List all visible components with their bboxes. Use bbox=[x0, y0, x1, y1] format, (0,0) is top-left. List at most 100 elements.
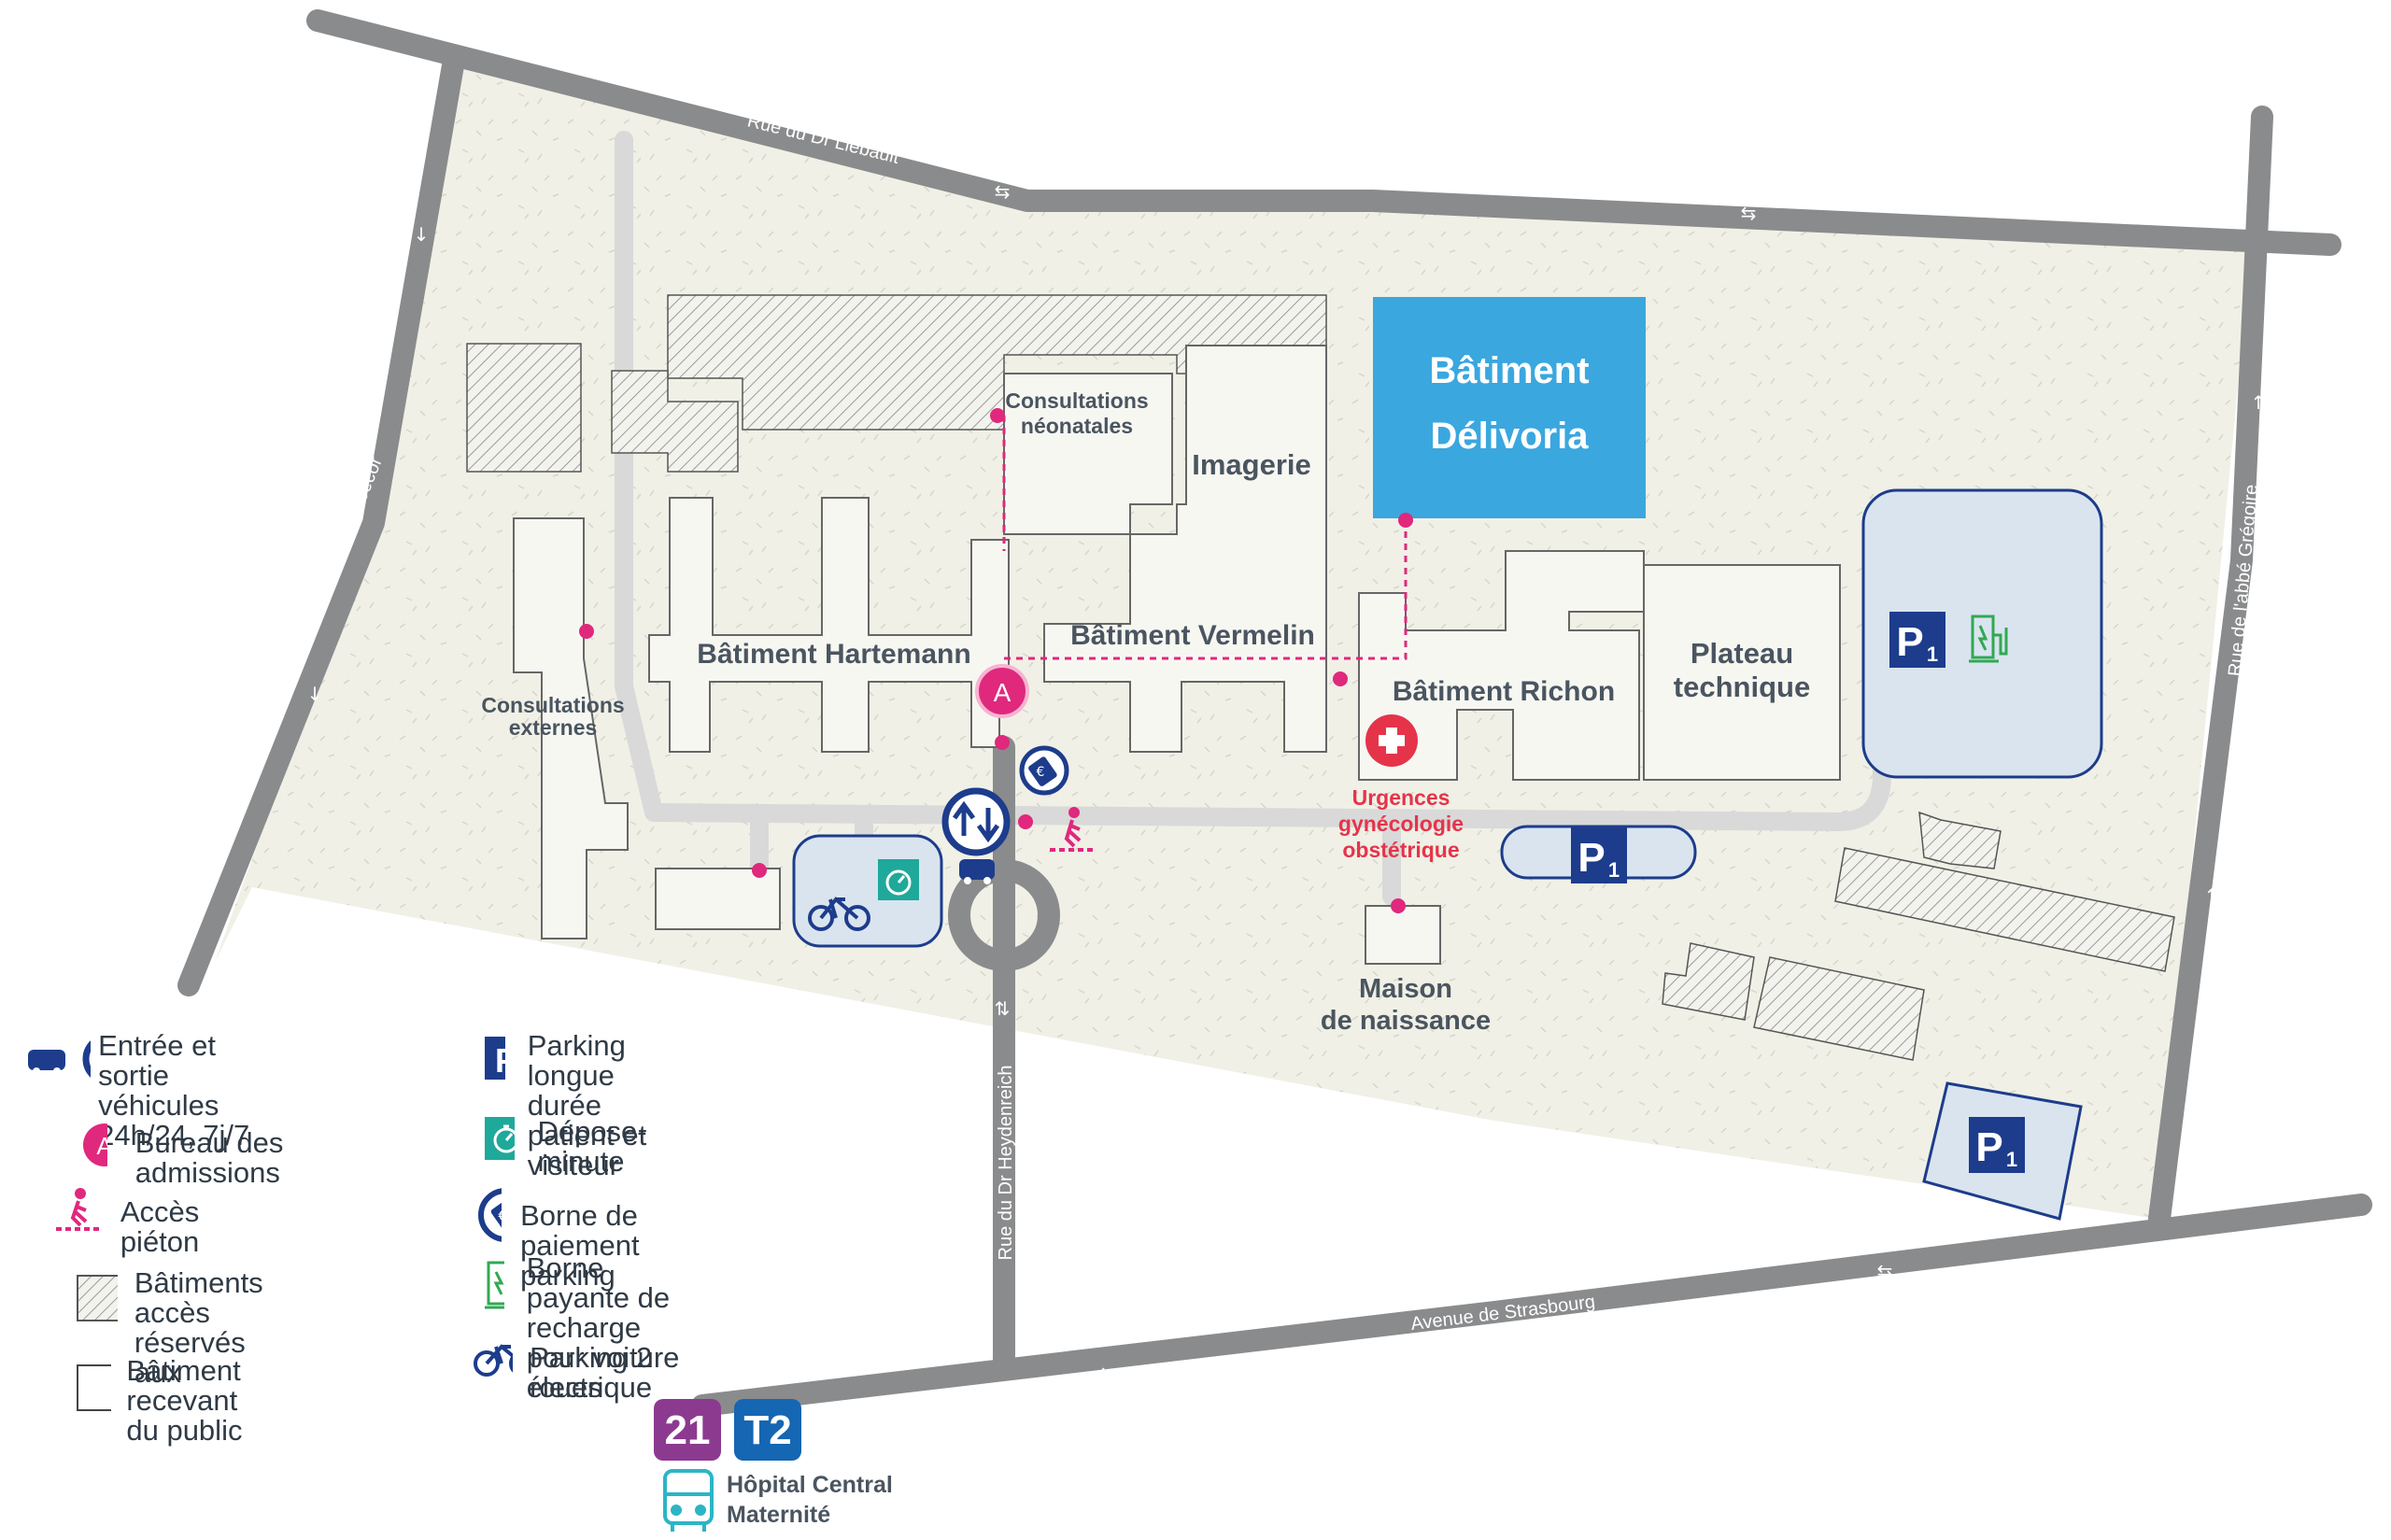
label-vermelin: Bâtiment Vermelin bbox=[1070, 620, 1315, 651]
legend-label-ev: Borne payante de recharge pour voiture é… bbox=[526, 1251, 680, 1404]
admissions-marker[interactable] bbox=[975, 664, 1029, 718]
pedestrian-access-dot bbox=[752, 863, 767, 878]
legend-item-ev: Borne payante de recharge pour voiture é… bbox=[481, 1253, 681, 1403]
svg-text:1: 1 bbox=[2006, 1148, 2017, 1171]
car-icon bbox=[959, 859, 995, 880]
restricted-buildings bbox=[466, 294, 2175, 1061]
pedestrian-access-dot bbox=[579, 624, 594, 639]
two-way-arrow-icon: ⇆ bbox=[995, 180, 1011, 203]
transit-stop-name-2: Maternité bbox=[727, 1502, 830, 1528]
tram-line-badge[interactable] bbox=[734, 1399, 801, 1461]
label-plateau-2: technique bbox=[1674, 671, 1810, 703]
label-hartemann: Bâtiment Hartemann bbox=[697, 639, 970, 670]
road-rue-du-dr-liebault bbox=[306, 9, 2341, 256]
label-plateau-1: Plateau bbox=[1691, 637, 1793, 670]
legend-label-admissions: Bureau des admissions bbox=[134, 1126, 284, 1189]
pedestrian-route bbox=[1004, 519, 1408, 660]
bike-icon bbox=[808, 897, 870, 931]
svg-text:€: € bbox=[498, 1208, 502, 1224]
legend-item-public: Bâtiment recevant du public bbox=[75, 1356, 265, 1446]
legend-item-parking: P Parking longue durée patient et visite… bbox=[481, 1031, 654, 1180]
transit-stop-name-1: Hôpital Central bbox=[727, 1472, 893, 1498]
building-delivoria bbox=[1373, 297, 1646, 518]
legend-label-pedestrian: Accès piéton bbox=[120, 1195, 200, 1258]
label-consultations-externes-1: Consultations bbox=[481, 693, 624, 717]
label-consultations-externes-2: externes bbox=[509, 715, 598, 740]
legend-item-restricted: Bâtiments accès réservés aux bbox=[75, 1268, 282, 1388]
label-maison-1: Maison bbox=[1359, 974, 1452, 1004]
pedestrian-icon bbox=[1050, 807, 1095, 852]
building-consultations-neonatales bbox=[1003, 373, 1173, 535]
delivoria-label-line1: Bâtiment bbox=[1429, 350, 1589, 391]
pedestrian-access-dot bbox=[990, 408, 1005, 423]
svg-text:P: P bbox=[495, 1041, 505, 1080]
building-maison-de-naissance bbox=[1365, 905, 1441, 965]
vehicle-entrance-icon bbox=[28, 1039, 92, 1079]
building-small-west bbox=[655, 868, 781, 930]
pedestrian-access-dots bbox=[579, 408, 1413, 913]
pedestrian-access-dot bbox=[1333, 671, 1348, 686]
label-imagerie: Imagerie bbox=[1192, 448, 1311, 481]
building-plateau-technique bbox=[1643, 564, 1841, 781]
legend-label-restricted: Bâtiments accès réservés aux bbox=[134, 1266, 263, 1389]
svg-text:1: 1 bbox=[1927, 643, 1938, 666]
parking-p1-badge: P 1 bbox=[1889, 612, 1945, 668]
tram-line-number: T2 bbox=[743, 1407, 791, 1453]
pedestrian-access-dot bbox=[1391, 898, 1406, 913]
restricted-building bbox=[1753, 956, 1925, 1061]
road-direction-arrows: ⇆ ⇆ ↓ ↓ ↑ ↑ ⇆ ⇆ ⇅ bbox=[307, 180, 2267, 1385]
street-label-heydenreich: Rue du Dr Heydenreich bbox=[996, 1066, 1016, 1261]
label-consultations-neonatales-2: néonatales bbox=[1021, 414, 1133, 438]
label-consultations-neonatales-1: Consultations bbox=[1005, 389, 1148, 413]
legend-label-public: Bâtiment recevant du public bbox=[126, 1354, 243, 1447]
two-way-arrow-icon: ⇆ bbox=[1877, 1260, 1893, 1282]
ev-charging-icon bbox=[1969, 615, 2008, 663]
restricted-building-swatch bbox=[77, 1275, 118, 1321]
delivoria-label-line2: Délivoria bbox=[1431, 416, 1590, 457]
two-way-arrow-icon: ⇅ bbox=[995, 997, 1011, 1020]
bus-icon bbox=[663, 1469, 714, 1532]
legend-item-payment: € Borne de paiement parking bbox=[476, 1186, 672, 1291]
road-avenue-de-strasbourg bbox=[691, 1194, 2372, 1417]
restricted-building bbox=[611, 370, 739, 473]
svg-text:€: € bbox=[1037, 765, 1045, 780]
bus-line-badge[interactable] bbox=[654, 1399, 721, 1461]
pedestrian-access-dot bbox=[1398, 513, 1413, 528]
legend-item-admissions: A Bureau des admissions bbox=[80, 1121, 302, 1188]
label-urgences-2: gynécologie bbox=[1338, 812, 1464, 836]
road-rue-de-nabecor bbox=[177, 54, 464, 996]
roundabout bbox=[948, 859, 1060, 971]
legend-label-dropoff: Dépose-minute bbox=[537, 1115, 647, 1178]
road-rue-de-l-abbe-gregoire bbox=[2148, 106, 2273, 1230]
parking-icon: P bbox=[485, 1037, 505, 1080]
dropoff-icon bbox=[485, 1117, 516, 1160]
roads bbox=[177, 9, 2372, 1417]
pedestrian-access-dot bbox=[1018, 814, 1033, 829]
two-way-arrow-icon: ⇆ bbox=[1099, 1363, 1115, 1385]
down-arrow-icon: ↓ bbox=[414, 223, 430, 246]
legend-label-payment: Borne de paiement parking bbox=[520, 1199, 640, 1292]
svg-text:A: A bbox=[96, 1132, 106, 1160]
label-maison-2: de naissance bbox=[1321, 1006, 1491, 1036]
bike-icon bbox=[474, 1344, 514, 1377]
legend-item-pedestrian: Accès piéton bbox=[52, 1186, 232, 1257]
parking-payment-icon: € bbox=[478, 1188, 502, 1242]
label-richon: Bâtiment Richon bbox=[1393, 676, 1615, 707]
vehicle-entrance-icon[interactable] bbox=[941, 787, 1011, 856]
legend-label-bikes: Parking 2 roues bbox=[530, 1341, 653, 1404]
up-arrow-icon: ↑ bbox=[2251, 391, 2267, 414]
svg-text:P: P bbox=[1975, 1124, 2002, 1170]
legend-item-dropoff: Dépose-minute bbox=[481, 1111, 665, 1177]
admissions-marker-letter: A bbox=[994, 678, 1012, 707]
building-richon bbox=[1358, 550, 1645, 781]
legend-item-vehicles: Entrée et sortie véhicules 24h/24, 7j/7 bbox=[26, 1031, 274, 1151]
street-label-strasbourg: Avenue de Strasbourg bbox=[1409, 1292, 1596, 1335]
parking-p1-badge: P 1 bbox=[1571, 827, 1627, 883]
parking-p1-badge: P 1 bbox=[1969, 1117, 2025, 1173]
restricted-building bbox=[1834, 847, 2175, 972]
label-urgences-1: Urgences bbox=[1352, 785, 1450, 810]
legend-item-bikes: Parking 2 roues bbox=[472, 1335, 654, 1403]
building-hartemann bbox=[648, 497, 1010, 753]
svg-text:P: P bbox=[1896, 619, 1923, 665]
